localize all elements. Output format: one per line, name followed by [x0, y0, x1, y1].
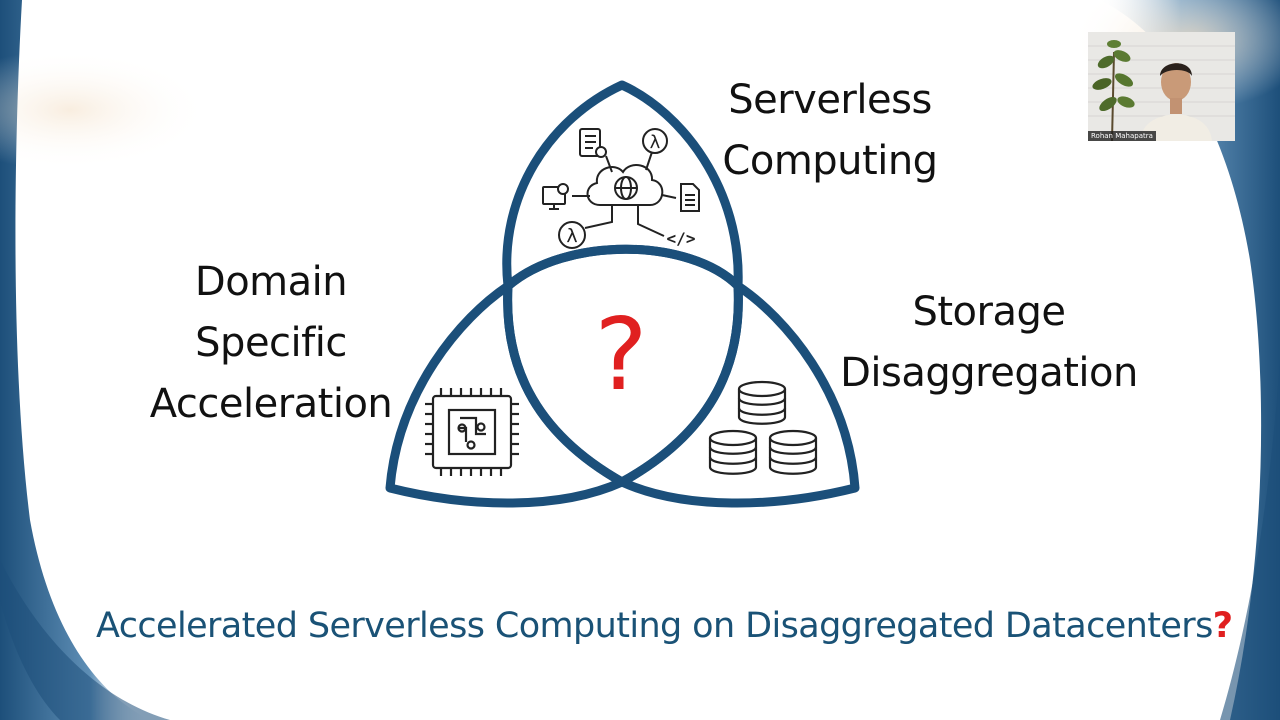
code-icon: </>	[667, 229, 696, 248]
database-icon	[737, 380, 787, 425]
right-swoosh	[1100, 0, 1280, 720]
person	[1140, 63, 1212, 141]
connector-line	[645, 151, 653, 171]
center-lens-outline	[503, 244, 743, 487]
label-line: Disaggregation	[840, 350, 1138, 396]
checklist-gear-icon	[579, 128, 607, 158]
webcam-video	[1088, 32, 1235, 141]
center-question-mark: ?	[594, 296, 648, 413]
caption-question-mark: ?	[1212, 606, 1233, 646]
monitor-gear-icon	[542, 183, 569, 210]
connector-line	[605, 155, 613, 173]
label-line: Domain	[194, 259, 348, 305]
speaker-name-tag: Rohan Mahapatra	[1088, 131, 1156, 141]
database-stack-icon	[708, 380, 818, 475]
warm-glow	[0, 50, 210, 170]
connector-line	[661, 194, 677, 199]
database-icon	[768, 429, 818, 475]
right-swoosh-dark	[1220, 360, 1280, 720]
label-line: Serverless	[728, 77, 932, 123]
connector-line	[584, 205, 613, 229]
database-icon	[708, 429, 758, 475]
storage-disaggregation-label: Storage Disaggregation	[836, 282, 1142, 404]
connector-line	[637, 205, 665, 237]
lambda-glyph: λ	[566, 225, 577, 247]
slide-caption: Accelerated Serverless Computing on Disa…	[96, 604, 1256, 648]
label-line: Storage	[912, 289, 1066, 335]
caption-text: Accelerated Serverless Computing on Disa…	[96, 606, 1213, 646]
lambda-icon: λ	[642, 128, 668, 154]
lambda-glyph: λ	[650, 132, 661, 153]
speaker-webcam: Rohan Mahapatra	[1088, 32, 1235, 141]
serverless-icon-cluster: λ λ	[542, 128, 700, 249]
label-line: Computing	[722, 138, 938, 184]
document-icon	[680, 183, 700, 212]
cloud-globe-icon	[586, 164, 664, 206]
serverless-computing-label: Serverless Computing	[714, 70, 946, 192]
label-line: Specific	[195, 320, 347, 366]
plant	[1092, 40, 1135, 141]
left-swoosh-dark	[0, 560, 170, 720]
label-line: Acceleration	[149, 381, 393, 427]
lambda-icon: λ	[558, 221, 586, 249]
chip-icon	[425, 388, 519, 476]
domain-specific-acceleration-label: Domain Specific Acceleration	[140, 252, 402, 435]
